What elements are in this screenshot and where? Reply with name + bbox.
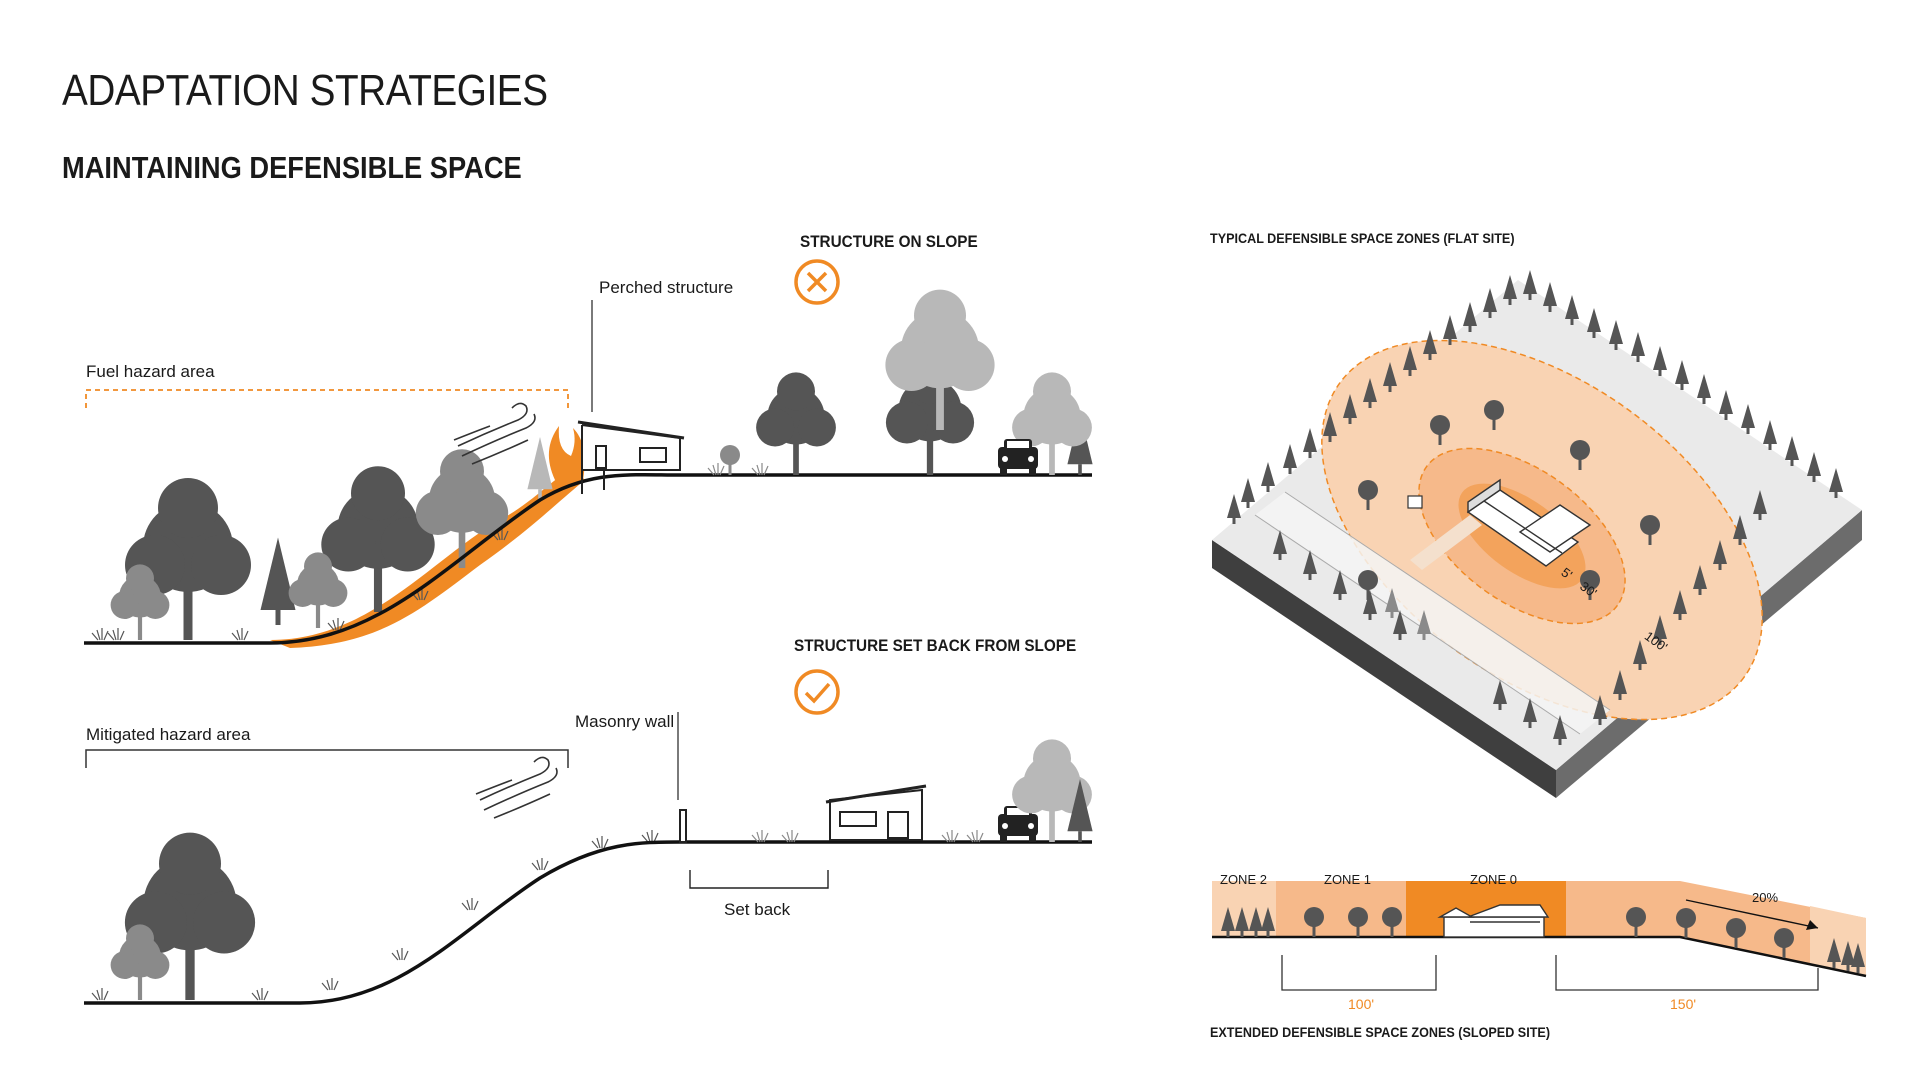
slope-heading: STRUCTURE ON SLOPE bbox=[800, 232, 978, 251]
setback-diagram bbox=[84, 669, 1093, 1005]
setback-house-icon bbox=[825, 784, 927, 841]
sloped-site-house-icon bbox=[1437, 904, 1550, 938]
flame-icon bbox=[548, 426, 585, 480]
setback-heading: STRUCTURE SET BACK FROM SLOPE bbox=[794, 636, 1077, 655]
page-subtitle: MAINTAINING DEFENSIBLE SPACE bbox=[62, 150, 522, 185]
masonry-wall bbox=[679, 809, 687, 843]
dimension-100-label: 100' bbox=[1348, 996, 1375, 1012]
slope-percent-label: 20% bbox=[1752, 890, 1779, 905]
page-title: ADAPTATION STRATEGIES bbox=[62, 66, 548, 115]
zone-1-slope-band bbox=[1566, 881, 1866, 976]
slope-arrow bbox=[1685, 899, 1819, 929]
mitigated-hazard-label: Mitigated hazard area bbox=[86, 725, 251, 744]
car-icon bbox=[998, 439, 1038, 475]
dimension-100 bbox=[1281, 955, 1437, 991]
fuel-hazard-bracket bbox=[85, 389, 569, 408]
flat-site-house-icon bbox=[1466, 478, 1592, 567]
shed-icon bbox=[1407, 495, 1423, 509]
perched-house-icon bbox=[577, 420, 685, 494]
check-circle-icon bbox=[794, 669, 840, 715]
wind-icon bbox=[453, 402, 536, 465]
sloped-site-heading: EXTENDED DEFENSIBLE SPACE ZONES (SLOPED … bbox=[1210, 1024, 1551, 1040]
setback-dimension bbox=[689, 870, 829, 889]
setback-label: Set back bbox=[724, 900, 791, 919]
zone-1-band bbox=[1276, 881, 1406, 937]
slope-diagram bbox=[84, 259, 1093, 648]
fuel-hazard-label: Fuel hazard area bbox=[86, 362, 215, 381]
perched-structure-label: Perched structure bbox=[599, 278, 734, 297]
flat-site-diagram bbox=[1212, 270, 1862, 798]
masonry-wall-label: Masonry wall bbox=[575, 712, 675, 731]
wind-icon bbox=[475, 756, 558, 819]
zone-2-label: ZONE 2 bbox=[1220, 872, 1267, 887]
zone-1-label: ZONE 1 bbox=[1324, 872, 1371, 887]
fire-band bbox=[270, 470, 585, 648]
sloped-site-diagram bbox=[1212, 881, 1867, 991]
mitigated-bracket bbox=[85, 749, 569, 768]
ground-line-sloped bbox=[1212, 935, 1867, 978]
ground-line-setback bbox=[84, 840, 1092, 1005]
x-circle-icon bbox=[794, 259, 840, 305]
zone-0-label: ZONE 0 bbox=[1470, 872, 1517, 887]
flat-site-heading: TYPICAL DEFENSIBLE SPACE ZONES (FLAT SIT… bbox=[1210, 230, 1515, 246]
dimension-150-label: 150' bbox=[1670, 996, 1697, 1012]
ground-line-slope bbox=[84, 472, 1092, 645]
dimension-150 bbox=[1555, 955, 1819, 991]
